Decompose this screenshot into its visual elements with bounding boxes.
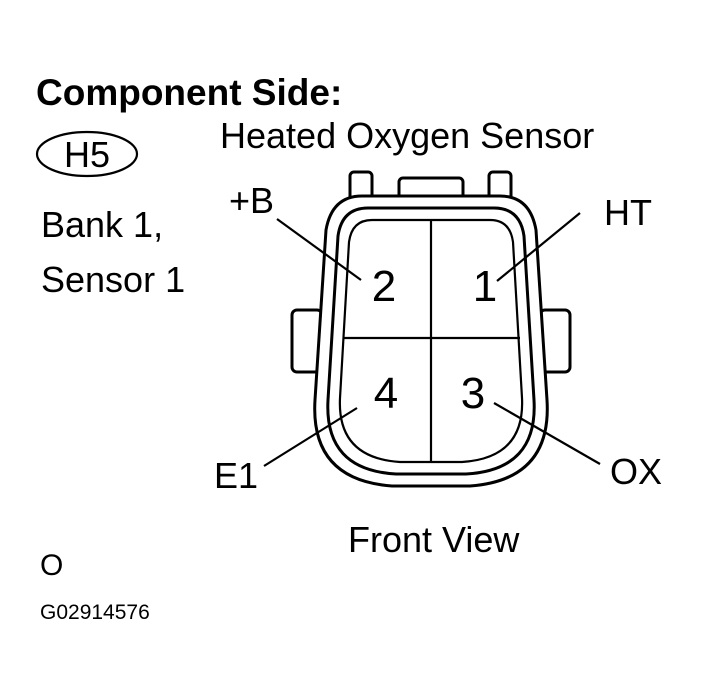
pin-3-number: 3	[461, 369, 485, 418]
leader-line-pin-4	[263, 407, 358, 467]
pin-4-number: 4	[374, 369, 398, 418]
terminal-label-pin-4: E1	[214, 455, 258, 496]
terminal-label-pin-1: HT	[604, 192, 652, 233]
figure-id: G02914576	[40, 601, 150, 624]
leader-line-pin-3	[493, 402, 601, 465]
leader-line-pin-1	[496, 212, 581, 282]
terminal-label-pin-3: OX	[610, 451, 662, 492]
front-view-label: Front View	[348, 519, 520, 560]
leader-line-pin-2	[276, 218, 362, 281]
connector-color-code: O	[40, 549, 63, 582]
component-side-heading: Component Side:	[36, 72, 342, 113]
terminal-label-pin-2: +B	[229, 180, 274, 221]
terminal-cavity	[338, 218, 524, 464]
connector-inner-shell	[326, 206, 536, 476]
pin-1-number: 1	[473, 262, 497, 311]
connector-body	[290, 170, 572, 488]
connector-code: H5	[64, 134, 110, 175]
connector-code-oval	[35, 130, 139, 178]
pin-2-number: 2	[372, 262, 396, 311]
location-sensor: Sensor 1	[41, 259, 185, 300]
connector-name: Heated Oxygen Sensor	[220, 115, 594, 156]
location-bank: Bank 1,	[41, 204, 163, 245]
